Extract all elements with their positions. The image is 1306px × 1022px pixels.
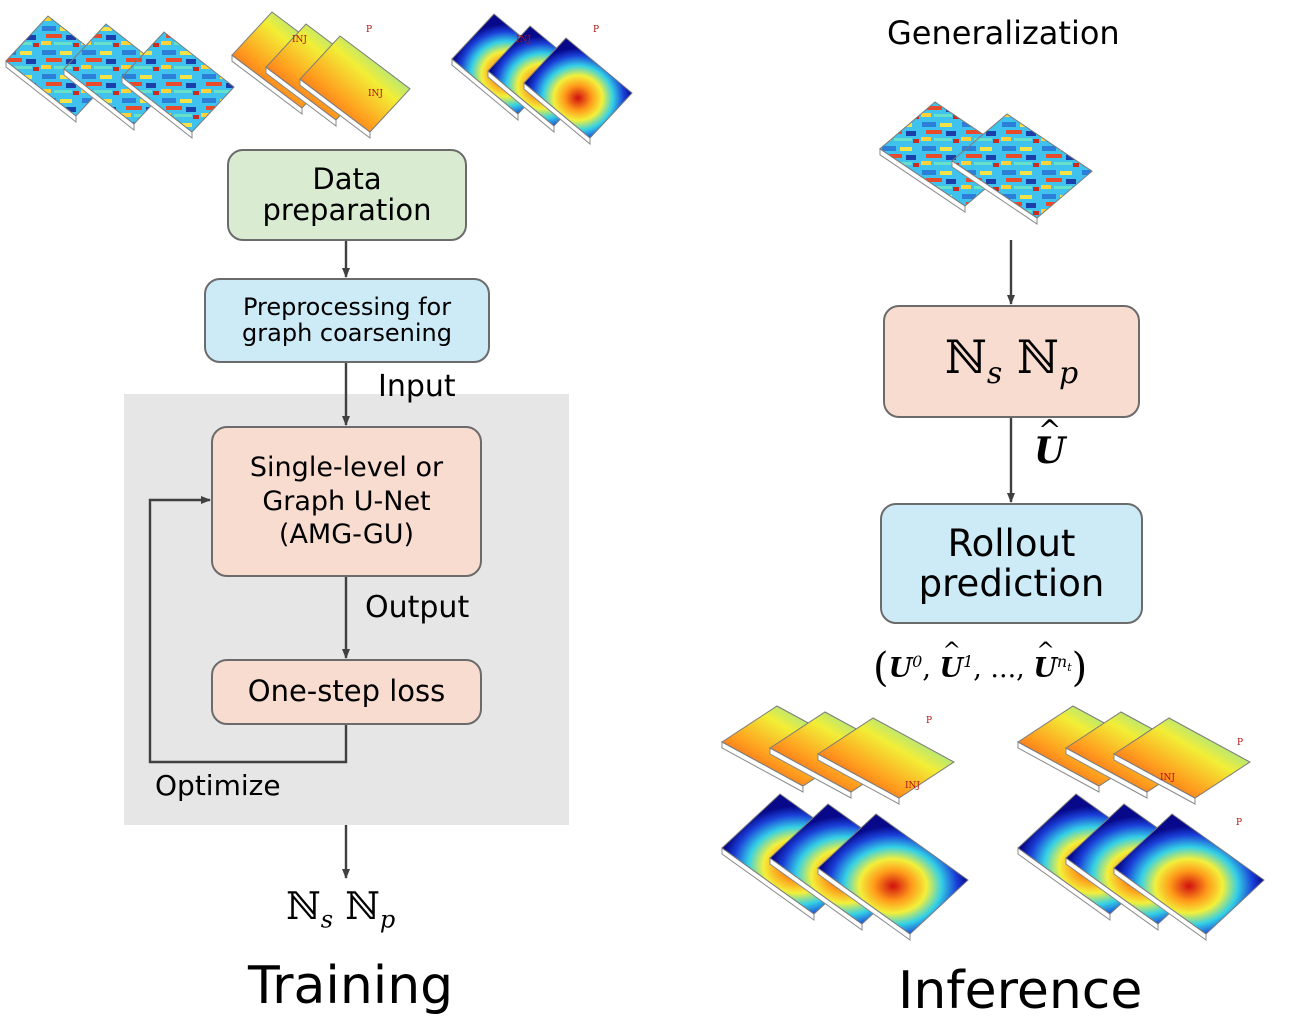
arrow-optimize-loop [148, 496, 348, 764]
input-label: Input [378, 369, 456, 404]
inference-saturation-b-3 [1113, 813, 1265, 941]
training-result-models: ℕs ℕp [286, 884, 396, 934]
marker-inj-2: INJ [368, 89, 383, 99]
optimize-label: Optimize [155, 769, 281, 802]
u-hat-label: ^ U [1034, 415, 1066, 472]
rollout-line1: Rollout [947, 521, 1076, 565]
hat-nt: ^ [1036, 639, 1055, 664]
n-s-symbol: ℕ [286, 884, 321, 928]
inference-model-symbols: ℕs ℕp [944, 329, 1079, 391]
preprocessing-box: Preprocessing for graph coarsening [204, 278, 490, 363]
heatmap-plates [5, 11, 1265, 941]
training-perm-plate-3 [121, 31, 235, 140]
marker-inj-4: INJ [905, 781, 920, 791]
seq-dots: ... [990, 653, 1017, 684]
data-preparation-box: Data preparation [227, 149, 467, 241]
rollout-line2: prediction [918, 561, 1105, 605]
seq-sup0: 0 [912, 652, 923, 671]
seq-sup-t: t [1067, 661, 1072, 675]
inference-pressure-a-3 [817, 717, 955, 805]
preprocessing-line2: graph coarsening [242, 318, 452, 347]
well-markers: INJ INJ P INJ P INJ P P INJ P [292, 25, 1243, 828]
marker-p-1: P [366, 25, 372, 35]
inf-n-s-subscript: s [986, 355, 1003, 391]
inference-title: Inference [898, 961, 1143, 1021]
inf-n-p-subscript: p [1058, 355, 1079, 391]
comma-2: , [973, 653, 991, 684]
rollout-sequence: (U0, ^U1, ..., ^Unt) [873, 639, 1087, 690]
n-p-subscript: p [379, 905, 396, 934]
output-label: Output [365, 590, 470, 625]
seq-u1: U [939, 653, 964, 684]
comma-1: , [922, 653, 940, 684]
training-title: Training [248, 956, 454, 1016]
close-paren: ) [1071, 645, 1088, 691]
data-preparation-line2: preparation [262, 193, 432, 227]
inf-n-s-symbol: ℕ [944, 329, 987, 384]
seq-unt: U [1033, 653, 1057, 684]
n-s-subscript: s [320, 905, 334, 934]
marker-p-4: P [1237, 738, 1243, 748]
hat-accent: ^ [1038, 414, 1062, 447]
preprocessing-line1: Preprocessing for [242, 292, 452, 321]
generalization-label: Generalization [887, 14, 1120, 52]
inference-pressure-b-3 [1113, 717, 1251, 805]
model-line1: Single-level or [249, 451, 444, 483]
marker-p-2: P [593, 25, 599, 35]
hat-1: ^ [942, 639, 961, 664]
one-step-loss-text: One-step loss [247, 674, 446, 709]
model-line3: (AMG-GU) [278, 519, 415, 551]
inference-perm-plate-2 [951, 113, 1093, 225]
seq-sup-n: n [1056, 652, 1068, 671]
marker-inj-5: INJ [1160, 773, 1175, 783]
one-step-loss-box: One-step loss [211, 659, 482, 725]
training-saturation-plate-3 [523, 37, 633, 146]
model-line2: Graph U-Net [262, 485, 431, 517]
flow-arrows [148, 240, 1015, 879]
data-preparation-line1: Data [312, 161, 382, 196]
n-p-symbol: ℕ [345, 884, 380, 928]
marker-inj-1: INJ [292, 35, 307, 45]
inference-saturation-a-3 [817, 813, 969, 941]
marker-inj-3: INJ [516, 35, 531, 45]
marker-p-3: P [926, 716, 932, 726]
u-hat-letter: U [1034, 430, 1066, 472]
open-paren: ( [873, 645, 889, 691]
comma-3: , [1016, 653, 1034, 684]
inference-model-box: ℕs ℕp [883, 305, 1140, 418]
inf-n-p-symbol: ℕ [1016, 329, 1059, 384]
training-pressure-plate-3 [299, 35, 411, 140]
seq-u0: U [888, 653, 913, 684]
model-box: Single-level or Graph U-Net (AMG-GU) [211, 426, 482, 577]
marker-p-5: P [1236, 818, 1242, 828]
rollout-prediction-box: Rollout prediction [880, 503, 1143, 624]
seq-sup1: 1 [963, 652, 974, 671]
